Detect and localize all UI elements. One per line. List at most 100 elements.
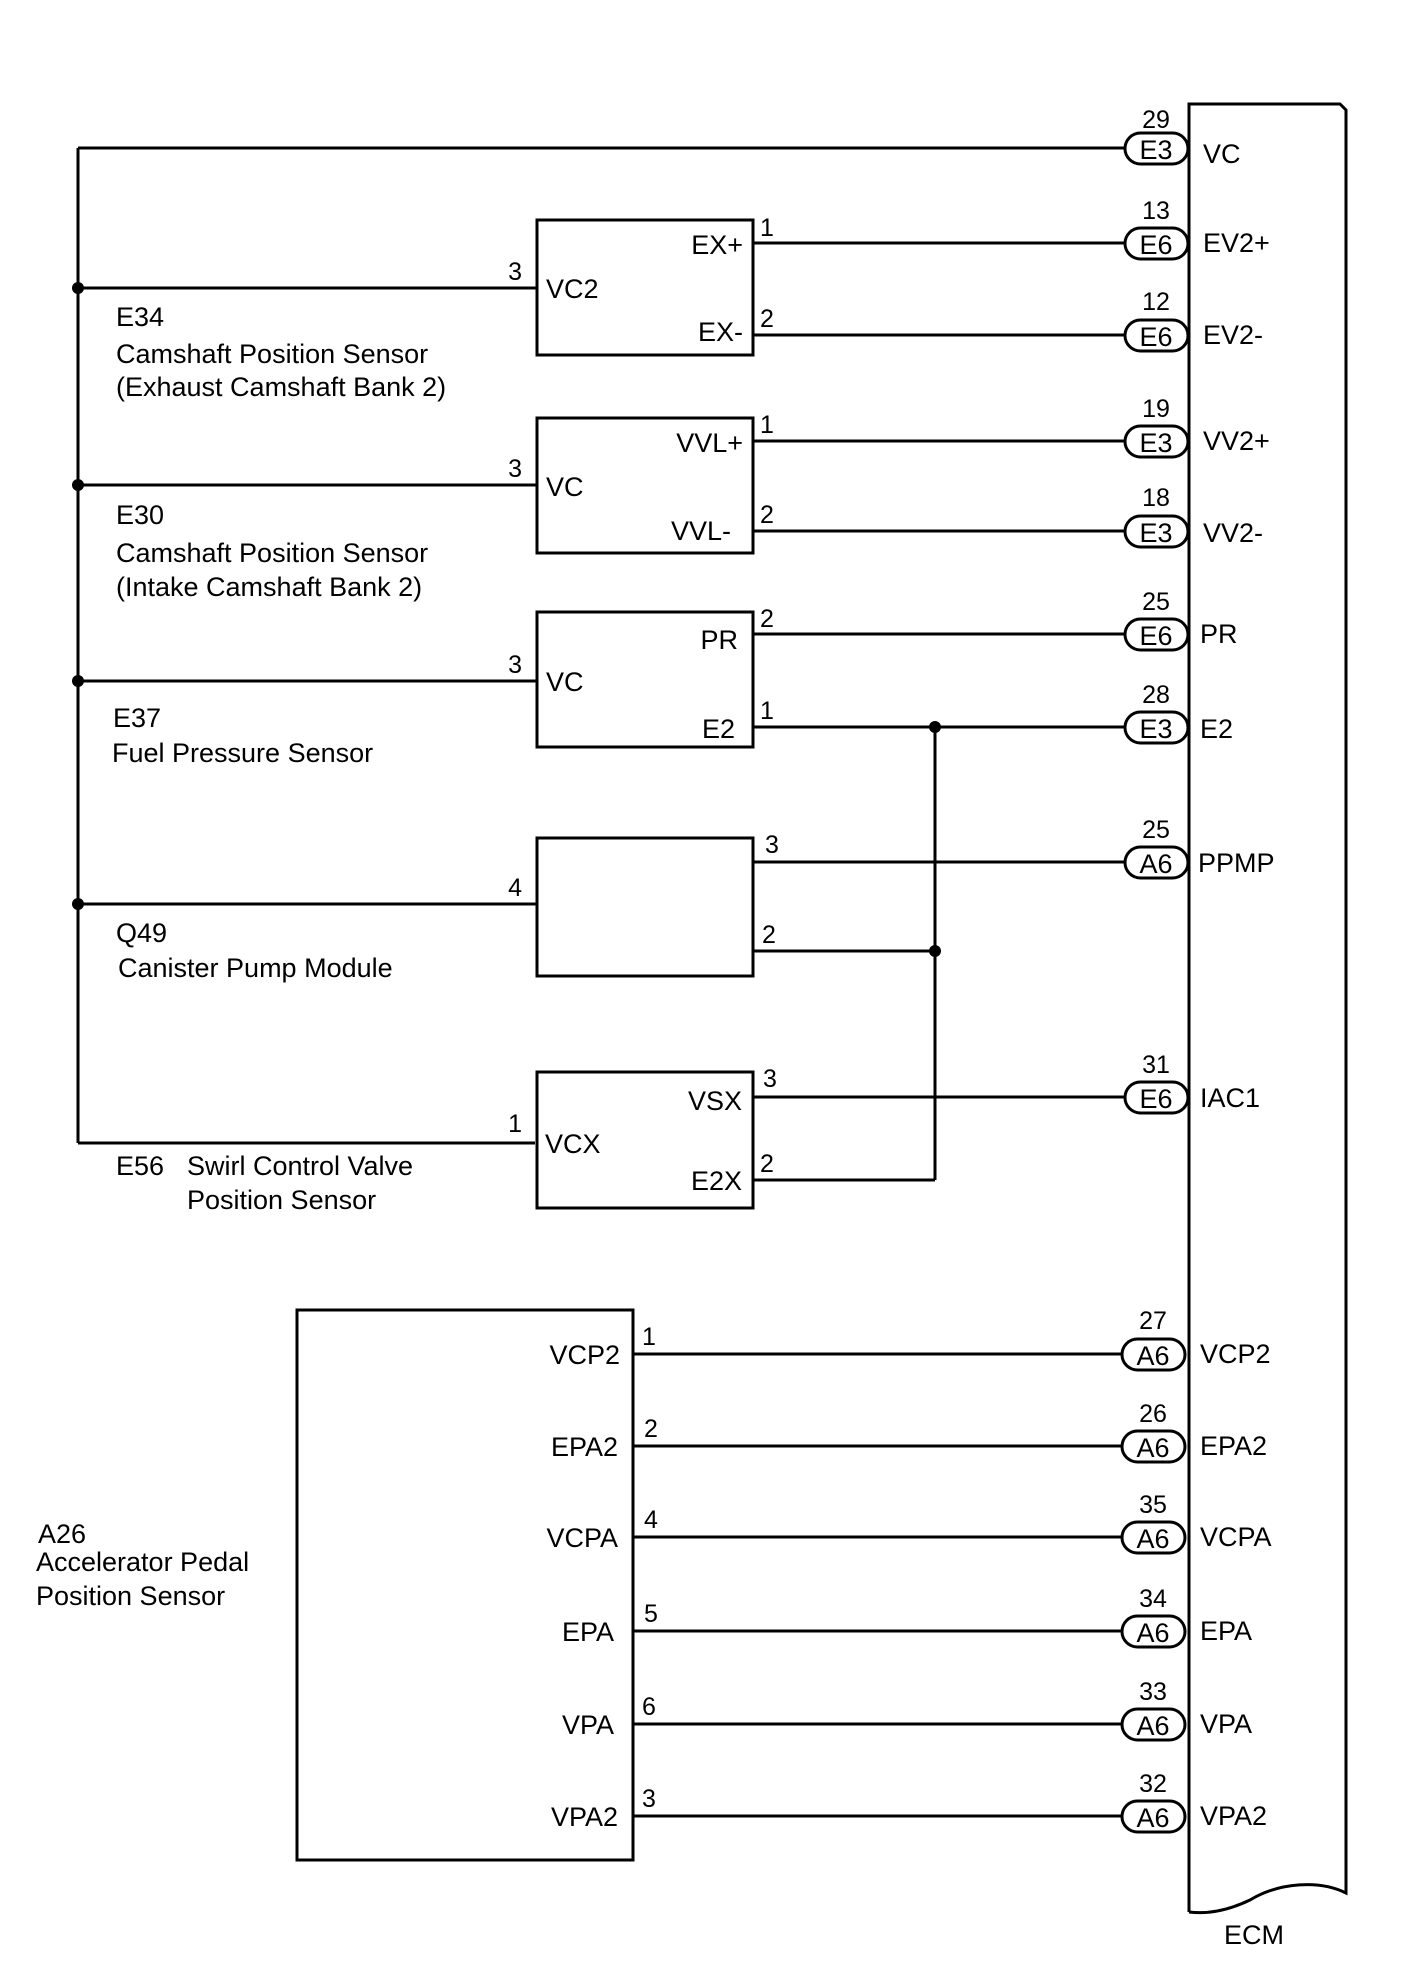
ecm-terminal-label: EV2+ <box>1203 228 1270 258</box>
ecm-terminal-label: VPA <box>1200 1709 1252 1739</box>
ecm-terminal-label: E2 <box>1200 714 1233 744</box>
ecm-pin-number: 27 <box>1139 1307 1167 1335</box>
supply-pin-label: VC <box>546 667 584 697</box>
ecm-terminal-label: VV2+ <box>1203 426 1270 456</box>
ecm-connector: E3 19 VV2+ <box>1123 395 1270 459</box>
supply-pin-number: 1 <box>508 1110 522 1138</box>
ecm-terminal-label: EPA <box>1200 1616 1252 1646</box>
ecm-connector-vc: E3 29 VC <box>1123 106 1241 169</box>
ecm-pin-number: 12 <box>1142 288 1170 316</box>
module-q49: 4 Q49 Canister Pump Module 3 A6 25 PPMP … <box>78 816 1275 983</box>
supply-pin-number: 3 <box>508 651 522 679</box>
ecm-connector: E6 31 IAC1 <box>1123 1051 1260 1115</box>
connector-code: E6 <box>1139 1084 1172 1114</box>
sensor-box <box>535 1070 755 1210</box>
signal-pin-number: 2 <box>760 501 774 529</box>
sensor-e56: 1 VCX E56 Swirl Control Valve Position S… <box>116 1051 1260 1215</box>
pedal-wire-epa2: EPA2 2 A6 26 EPA2 <box>551 1400 1267 1464</box>
signal-pin-label: VCP2 <box>549 1340 620 1370</box>
signal-pin-label: EPA2 <box>551 1432 618 1462</box>
supply-pin-number: 4 <box>508 874 522 902</box>
signal-pin-label: EX+ <box>691 230 743 260</box>
sensor-id: E34 <box>116 302 164 332</box>
sensor-e37: 3 VC E37 Fuel Pressure Sensor PR 2 E6 25… <box>78 588 1238 768</box>
connector-code: A6 <box>1136 1524 1169 1554</box>
sensor-name: Camshaft Position Sensor <box>116 339 428 369</box>
connector-code: A6 <box>1136 1341 1169 1371</box>
sensor-box <box>535 218 755 357</box>
ecm-pin-number: 35 <box>1139 1491 1167 1519</box>
signal-pin-number: 2 <box>760 305 774 333</box>
connector-pill <box>1123 1080 1190 1115</box>
connector-code: E3 <box>1139 714 1172 744</box>
supply-pin-number: 3 <box>508 258 522 286</box>
pedal-wire-vpa: VPA 6 A6 33 VPA <box>562 1678 1252 1742</box>
connector-code: A6 <box>1136 1618 1169 1648</box>
connector-pill <box>1120 1614 1187 1649</box>
sensor-a26: A26 Accelerator Pedal Position Sensor VC… <box>36 1307 1272 1862</box>
connector-pill <box>1123 131 1190 166</box>
ecm-terminal-label: EPA2 <box>1200 1431 1267 1461</box>
supply-pin-number: 3 <box>508 455 522 483</box>
ecm-pin-number: 31 <box>1142 1051 1170 1079</box>
ecm-connector: E6 25 PR <box>1123 588 1238 652</box>
supply-pin-label: VC <box>546 472 584 502</box>
sensor-e34: 3 VC2 E34 Camshaft Position Sensor (Exha… <box>78 197 1270 402</box>
supply-pin-label: VCX <box>545 1129 601 1159</box>
sensor-id: A26 <box>38 1519 86 1549</box>
signal-pin-number: 3 <box>642 1785 656 1813</box>
ecm-terminal-label: VC <box>1203 139 1241 169</box>
sensor-name: Accelerator Pedal <box>36 1547 249 1577</box>
sensor-box <box>535 416 755 555</box>
ecm-terminal-label: EV2- <box>1203 320 1263 350</box>
ecm-pin-number: 13 <box>1142 197 1170 225</box>
pedal-wire-epa: EPA 5 A6 34 EPA <box>562 1585 1252 1649</box>
signal-pin-label: VPA <box>562 1710 614 1740</box>
signal-pin-number: 1 <box>760 411 774 439</box>
signal-pin-label: E2 <box>702 714 735 744</box>
ecm-connector: A6 25 PPMP <box>1123 816 1275 880</box>
connector-pill <box>1123 226 1190 261</box>
signal-pin-label: EX- <box>698 317 743 347</box>
ecm-pin-number: 32 <box>1139 1770 1167 1798</box>
connector-code: E3 <box>1139 518 1172 548</box>
connector-pill <box>1123 845 1190 880</box>
sensor-e30: 3 VC E30 Camshaft Position Sensor (Intak… <box>78 395 1270 602</box>
ecm-pin-number: 28 <box>1142 681 1170 709</box>
ecm-pin-number: 18 <box>1142 484 1170 512</box>
pedal-wire-vcp2: VCP2 1 A6 27 VCP2 <box>549 1307 1271 1372</box>
connector-pill <box>1123 318 1190 353</box>
signal-pin-number: 2 <box>760 1150 774 1178</box>
connector-code: E6 <box>1139 621 1172 651</box>
ecm-terminal-label: VCP2 <box>1200 1339 1271 1369</box>
ecm-label: ECM <box>1224 1920 1284 1950</box>
connector-code: A6 <box>1136 1433 1169 1463</box>
supply-pin-label: VC2 <box>546 274 599 304</box>
sensor-name: Swirl Control Valve <box>187 1151 413 1181</box>
pedal-wire-vcpa: VCPA 4 A6 35 VCPA <box>546 1491 1272 1555</box>
ecm-terminal-label: VPA2 <box>1200 1801 1267 1831</box>
sensor-id: E37 <box>113 703 161 733</box>
ecm-terminal-label: PPMP <box>1198 848 1275 878</box>
signal-pin-number: 1 <box>760 697 774 725</box>
signal-pin-label: VPA2 <box>551 1802 618 1832</box>
ecm-block <box>1187 102 1348 1915</box>
signal-pin-label: VSX <box>688 1086 742 1116</box>
pedal-wire-vpa2: VPA2 3 A6 32 VPA2 <box>551 1770 1267 1834</box>
connector-code: E6 <box>1139 230 1172 260</box>
ecm-pin-number: 25 <box>1142 588 1170 616</box>
signal-pin-number: 1 <box>760 214 774 242</box>
signal-pin-number: 2 <box>644 1415 658 1443</box>
ecm-pin-number: 34 <box>1139 1585 1167 1613</box>
signal-pin-number: 1 <box>642 1323 656 1351</box>
connector-code: A6 <box>1136 1803 1169 1833</box>
connector-code: A6 <box>1139 849 1172 879</box>
connector-pill <box>1123 617 1190 652</box>
signal-pin-number: 2 <box>762 921 776 949</box>
connector-pill <box>1120 1707 1187 1742</box>
signal-pin-label: PR <box>700 625 738 655</box>
sensor-id: E56 <box>116 1151 164 1181</box>
signal-pin-number: 2 <box>760 605 774 633</box>
sensor-box <box>295 1308 635 1862</box>
signal-pin-number: 3 <box>765 831 779 859</box>
